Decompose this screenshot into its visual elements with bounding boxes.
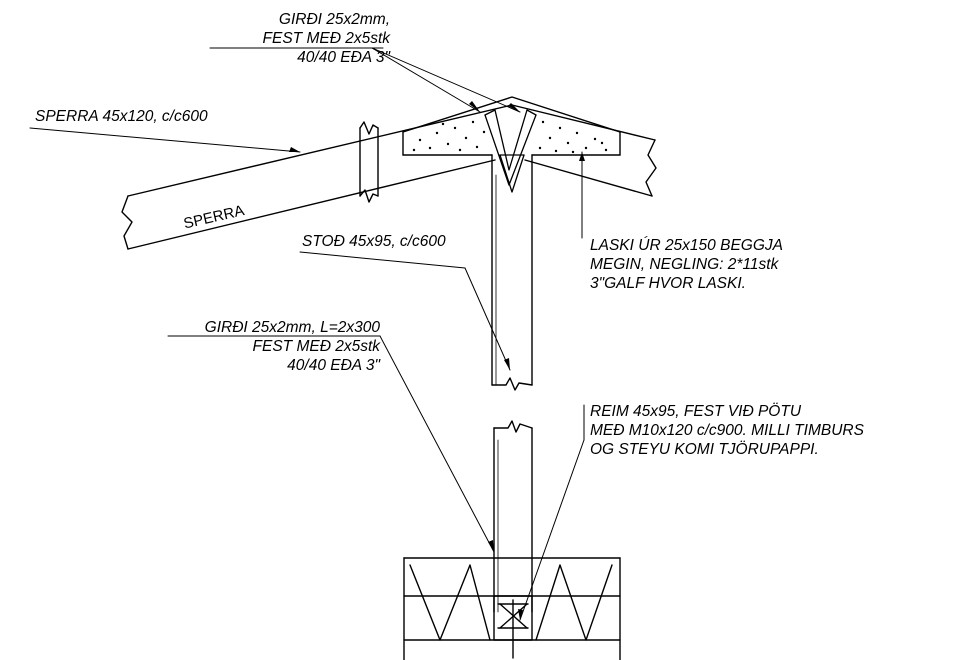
girdi-top-label: GIRÐI 25x2mm, FEST MEÐ 2x5stk 40/40 EÐA … [230,10,390,67]
laski-nail-dots [412,120,608,154]
reim-label: REIM 45x95, FEST VIÐ PÖTU MEÐ M10x120 c/… [590,402,864,459]
right-rafter [512,105,656,196]
concrete-wall [404,558,620,660]
girdi-bottom-line2: FEST MEÐ 2x5stk [252,338,380,355]
laski-line3: 3"GALF HVOR LASKI. [590,275,746,292]
laski-label: LASKI ÚR 25x150 BEGGJA MEGIN, NEGLING: 2… [590,236,783,293]
reim-sole-plate [494,596,532,658]
girdi-top-line3: 40/40 EÐA 3" [297,49,390,66]
reim-line2: MEÐ M10x120 c/c900. MILLI TIMBURS [590,422,864,439]
girdi-straps-top [485,110,536,192]
sperra-line1: SPERRA 45x120, c/c600 [35,108,208,125]
reim-line1: REIM 45x95, FEST VIÐ PÖTU [590,403,802,420]
girdi-top-line1: GIRÐI 25x2mm, [278,11,390,28]
stod-label: STOÐ 45x95, c/c600 [302,232,446,251]
rafter-break-marks [360,122,378,202]
girdi-bottom-line1: GIRÐI 25x2mm, L=2x300 [204,319,380,336]
laski-splice-plate [403,97,620,155]
leader-lines [30,48,584,620]
girdi-top-line2: FEST MEÐ 2x5stk [262,30,390,47]
leader-arrowheads [289,101,585,620]
laski-line1: LASKI ÚR 25x150 BEGGJA [590,237,783,254]
girdi-bottom-line3: 40/40 EÐA 3" [287,357,380,374]
reim-line3: OG STEYU KOMI TJÖRUPAPPI. [590,441,819,458]
post-stod [492,155,532,612]
sperra-label: SPERRA 45x120, c/c600 [35,107,208,126]
left-rafter [122,105,512,249]
stod-line1: STOÐ 45x95, c/c600 [302,233,446,250]
laski-line2: MEGIN, NEGLING: 2*11stk [590,256,779,273]
girdi-bottom-label: GIRÐI 25x2mm, L=2x300 FEST MEÐ 2x5stk 40… [150,318,380,375]
